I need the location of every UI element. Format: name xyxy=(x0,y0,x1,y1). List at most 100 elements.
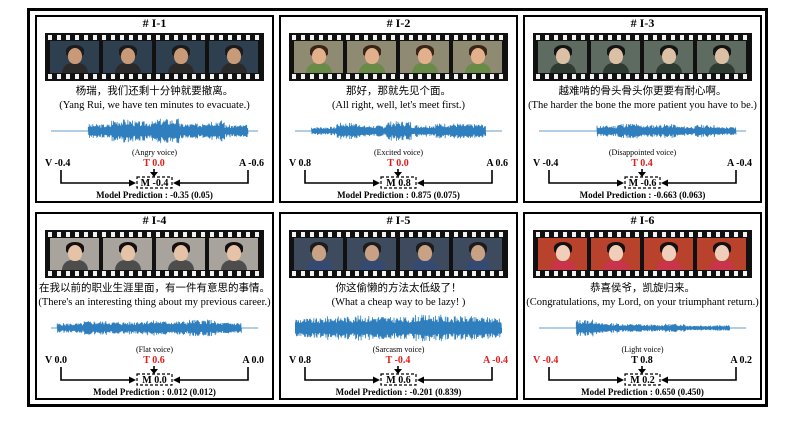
chinese-utterance: 在我以前的职业生涯里面，有一件有意思的事情。 xyxy=(39,283,270,294)
speaker-figure xyxy=(61,242,88,270)
multimodal-score-box xyxy=(380,373,417,386)
audio-arrowhead xyxy=(661,179,668,187)
multimodal-score-box xyxy=(136,373,173,386)
sprocket-holes xyxy=(536,232,749,237)
audio-waveform xyxy=(51,118,258,144)
video-frame xyxy=(50,238,99,270)
text-arrowhead xyxy=(394,369,402,374)
video-frame xyxy=(156,41,205,73)
video-frame xyxy=(209,238,258,270)
visual-connector xyxy=(60,367,129,381)
voice-type-label: (Light voice) xyxy=(621,345,664,354)
video-frame xyxy=(347,238,396,270)
speaker-figure xyxy=(464,242,491,270)
film-strip xyxy=(289,33,508,81)
text-score: T 0.6 xyxy=(143,355,165,366)
visual-arrowhead xyxy=(373,179,380,187)
visual-arrowhead xyxy=(617,376,624,384)
speaker-figure xyxy=(708,45,735,73)
multimodal-score: M -0.4 xyxy=(141,178,169,189)
model-prediction: Model Prediction : -0.201 (0.839) xyxy=(335,387,462,397)
visual-score: V -0.4 xyxy=(533,158,558,169)
panel-title: # I-2 xyxy=(386,16,411,30)
english-translation: (There's an interesting thing about my p… xyxy=(38,297,271,308)
audio-score: A 0.0 xyxy=(242,355,264,366)
model-prediction: Model Prediction : 0.875 (0.075) xyxy=(337,190,460,200)
audio-arrowhead xyxy=(173,376,180,384)
speaker-figure xyxy=(167,242,194,270)
multimodal-score: M 0.2 xyxy=(630,375,654,386)
visual-connector xyxy=(60,170,129,184)
video-frame xyxy=(294,41,343,73)
model-prediction: Model Prediction : 0.650 (0.450) xyxy=(581,387,704,397)
video-frame xyxy=(103,238,152,270)
audio-connector xyxy=(180,170,249,184)
film-strip xyxy=(533,230,752,278)
speaker-figure xyxy=(411,242,438,270)
video-frame xyxy=(347,41,396,73)
english-translation: (Congratulations, my Lord, on your trium… xyxy=(526,297,759,308)
visual-connector xyxy=(304,367,373,381)
text-score: T 0.0 xyxy=(387,158,409,169)
sprocket-holes xyxy=(536,271,749,276)
sprocket-holes xyxy=(536,35,749,40)
text-arrowhead xyxy=(150,172,158,177)
visual-arrowhead xyxy=(373,376,380,384)
speaker-figure xyxy=(220,45,247,73)
chinese-utterance: 越难啃的骨头骨头你更要有耐心啊。 xyxy=(558,86,727,97)
chinese-utterance: 杨瑞，我们还剩十分钟就要撤离。 xyxy=(75,86,234,97)
film-strip xyxy=(45,230,264,278)
multimodal-score-box xyxy=(624,373,661,386)
speaker-figure xyxy=(549,45,576,73)
video-frame xyxy=(538,238,587,270)
audio-arrowhead xyxy=(661,376,668,384)
visual-connector xyxy=(304,170,373,184)
model-prediction: Model Prediction : 0.012 (0.012) xyxy=(93,387,216,397)
visual-arrowhead xyxy=(129,376,136,384)
english-translation: (All right, well, let's meet first.) xyxy=(331,100,466,111)
audio-score: A -0.4 xyxy=(483,355,508,366)
visual-score: V -0.4 xyxy=(533,355,558,366)
video-frame xyxy=(453,238,502,270)
audio-arrowhead xyxy=(417,179,424,187)
sprocket-holes xyxy=(48,271,261,276)
audio-waveform xyxy=(295,314,502,342)
video-frame xyxy=(538,41,587,73)
text-arrowhead xyxy=(638,172,646,177)
speaker-figure xyxy=(464,45,491,73)
audio-connector xyxy=(668,367,737,381)
speaker-figure xyxy=(305,242,332,270)
multimodal-score: M 0.6 xyxy=(386,375,410,386)
speaker-figure xyxy=(602,242,629,270)
video-frame xyxy=(644,238,693,270)
speaker-figure xyxy=(358,45,385,73)
audio-connector xyxy=(180,367,249,381)
panel-title: # I-3 xyxy=(630,16,655,30)
model-prediction: Model Prediction : -0.35 (0.05) xyxy=(96,190,213,200)
speaker-figure xyxy=(305,45,332,73)
chinese-utterance: 恭喜侯爷，凯旋归来。 xyxy=(590,283,695,294)
audio-waveform xyxy=(539,319,746,337)
video-frame xyxy=(50,41,99,73)
speaker-figure xyxy=(358,242,385,270)
speaker-figure xyxy=(602,45,629,73)
sprocket-holes xyxy=(48,74,261,79)
visual-connector xyxy=(548,170,617,184)
speaker-figure xyxy=(549,242,576,270)
video-frame xyxy=(294,238,343,270)
visual-score: V 0.8 xyxy=(289,355,311,366)
speaker-figure xyxy=(61,45,88,73)
speaker-figure xyxy=(114,45,141,73)
video-frame xyxy=(697,238,746,270)
voice-type-label: (Angry voice) xyxy=(131,148,178,157)
visual-connector xyxy=(548,367,617,381)
text-score: T -0.4 xyxy=(386,355,411,366)
sprocket-holes xyxy=(48,35,261,40)
audio-waveform xyxy=(51,319,258,337)
audio-score: A 0.2 xyxy=(730,355,752,366)
text-score: T 0.4 xyxy=(631,158,653,169)
speaker-figure xyxy=(655,242,682,270)
